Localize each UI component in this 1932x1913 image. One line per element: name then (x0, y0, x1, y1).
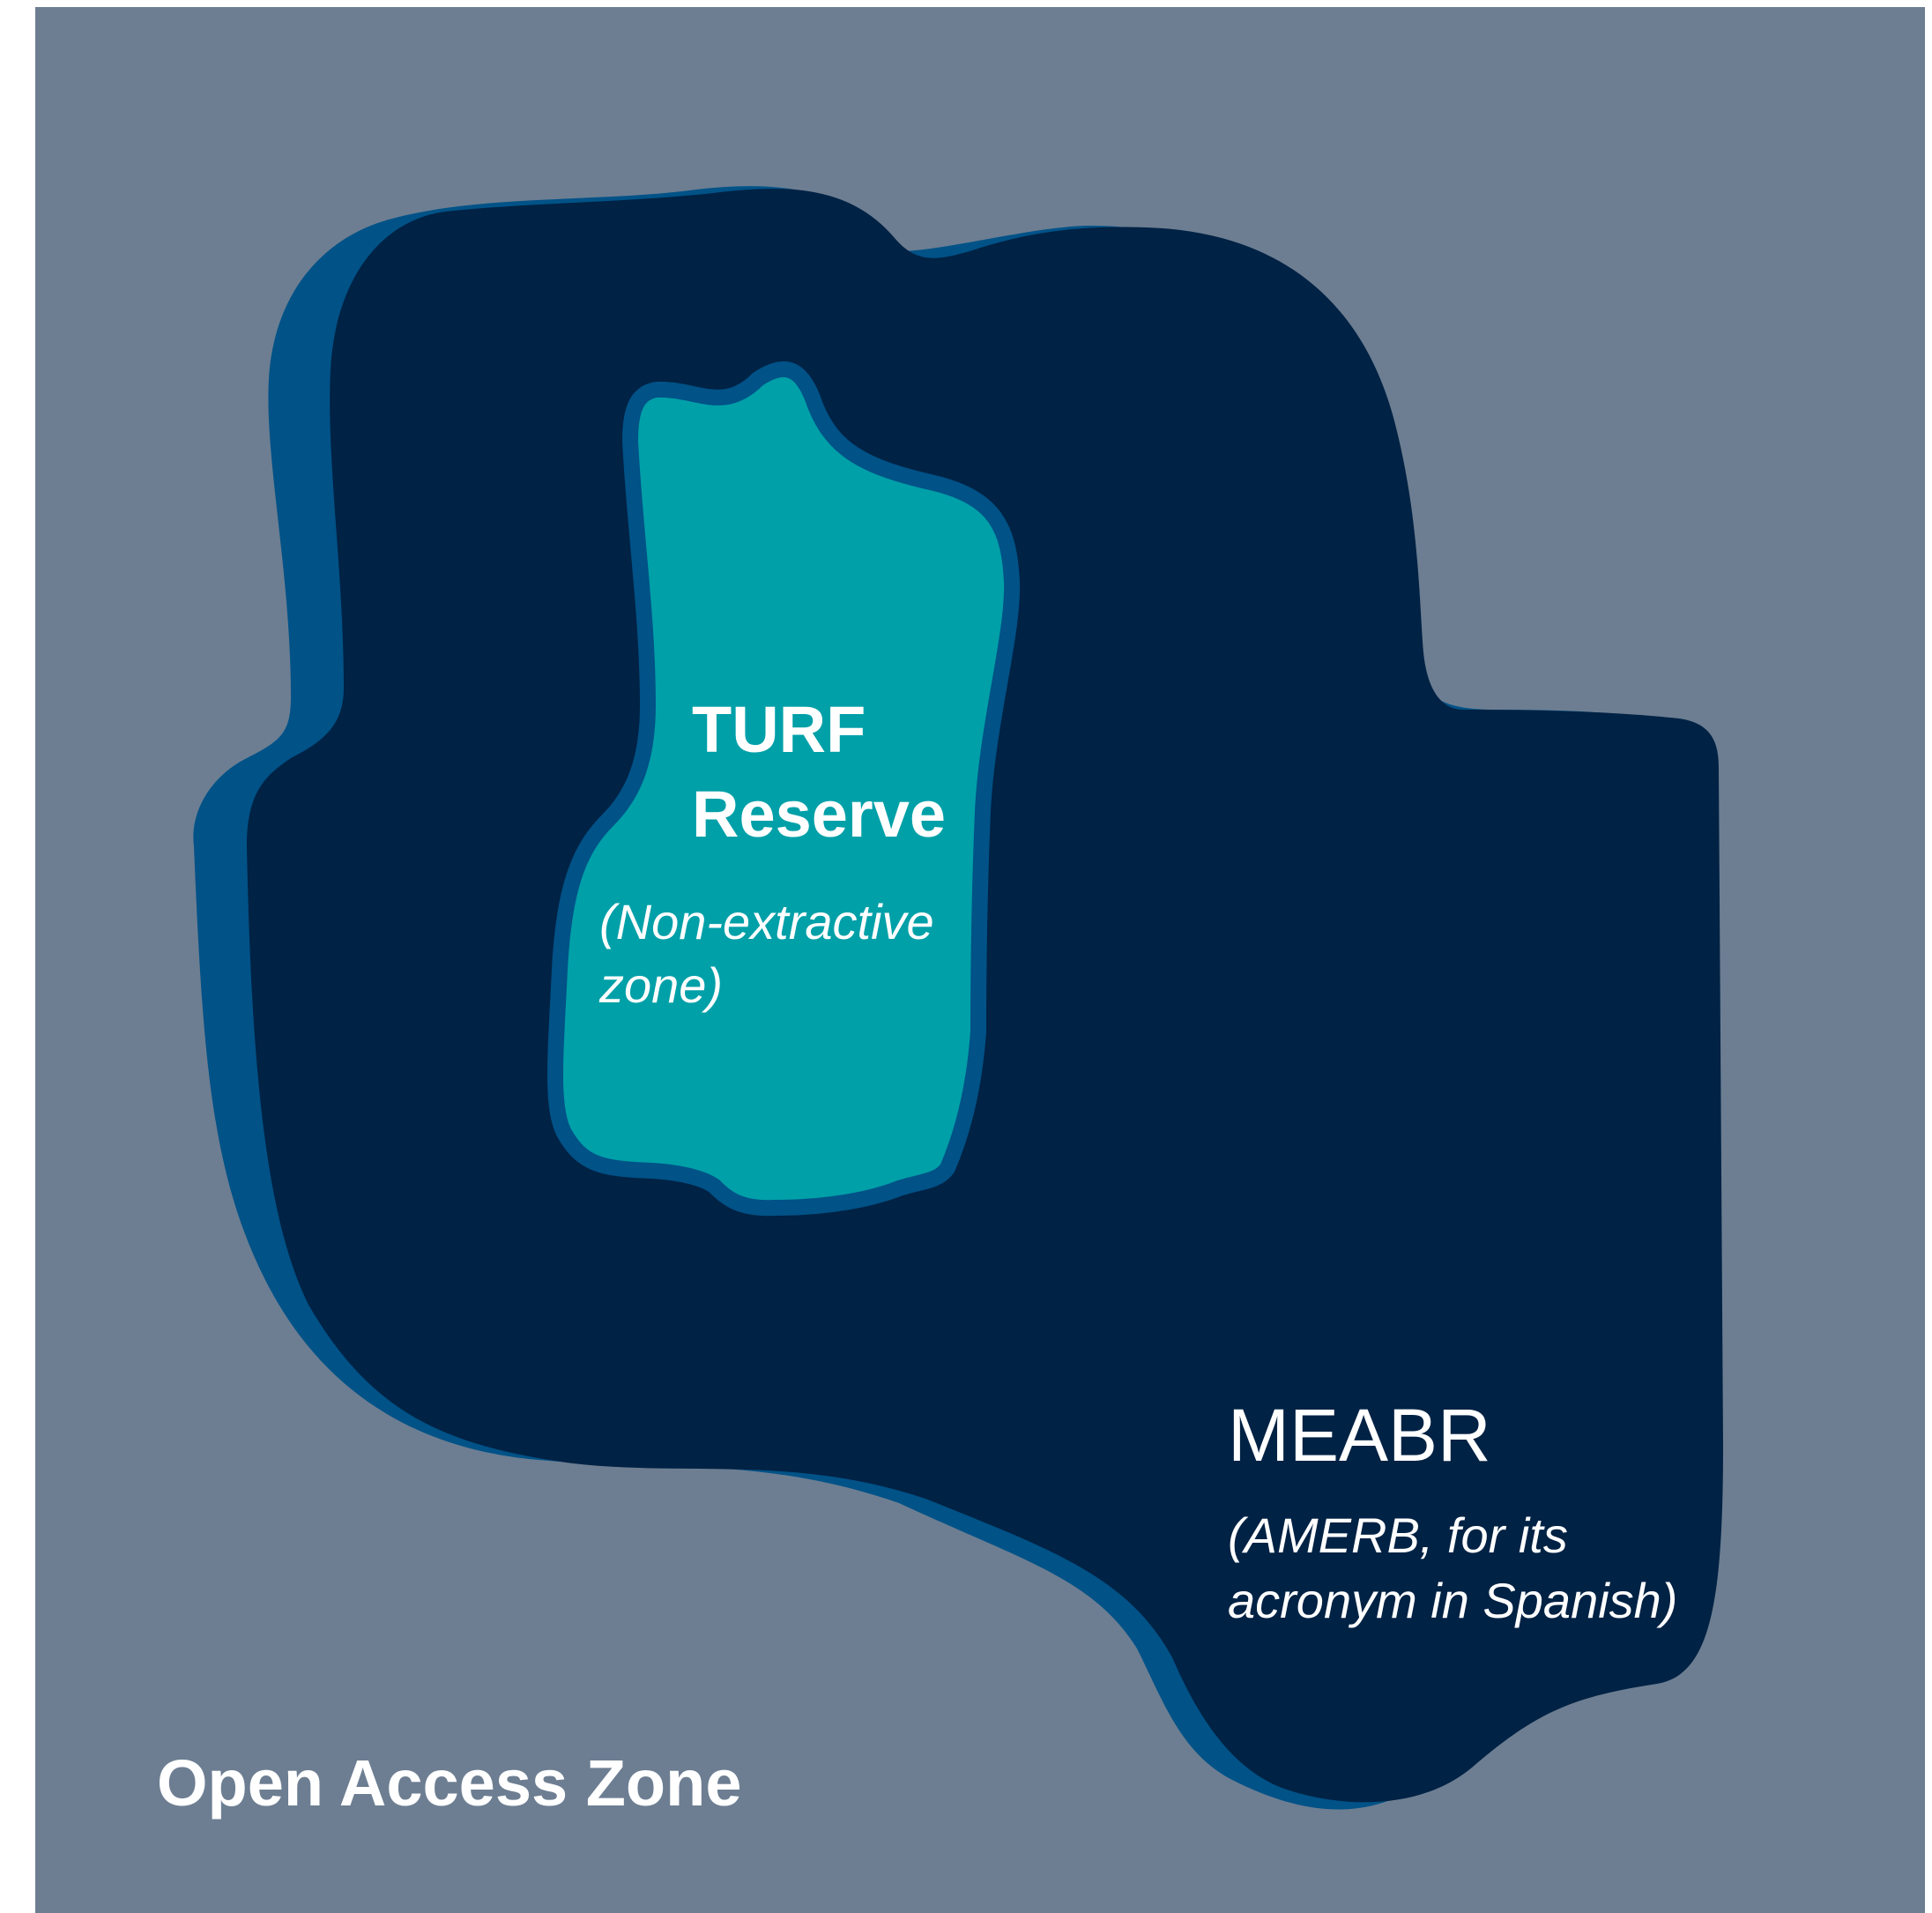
turf-reserve-zone (547, 361, 1021, 1217)
turf-subtitle-line2: zone) (599, 957, 724, 1013)
turf-title-line2: Reserve (692, 778, 947, 851)
open-access-zone-title: Open Access Zone (157, 1746, 742, 1820)
turf-reserve-subtitle: (Non-extractive zone) (599, 890, 934, 1017)
meabr-title: MEABR (1228, 1394, 1491, 1477)
turf-reserve-title: TURF Reserve (692, 688, 946, 857)
meabr-subtitle: (AMERB, for its acronym in Spanish) (1228, 1503, 1677, 1634)
meabr-subtitle-line2: acronym in Spanish) (1228, 1573, 1678, 1628)
meabr-subtitle-line1: (AMERB, for its (1228, 1507, 1568, 1563)
turf-title-line1: TURF (692, 693, 866, 766)
turf-subtitle-line1: (Non-extractive (599, 894, 934, 949)
